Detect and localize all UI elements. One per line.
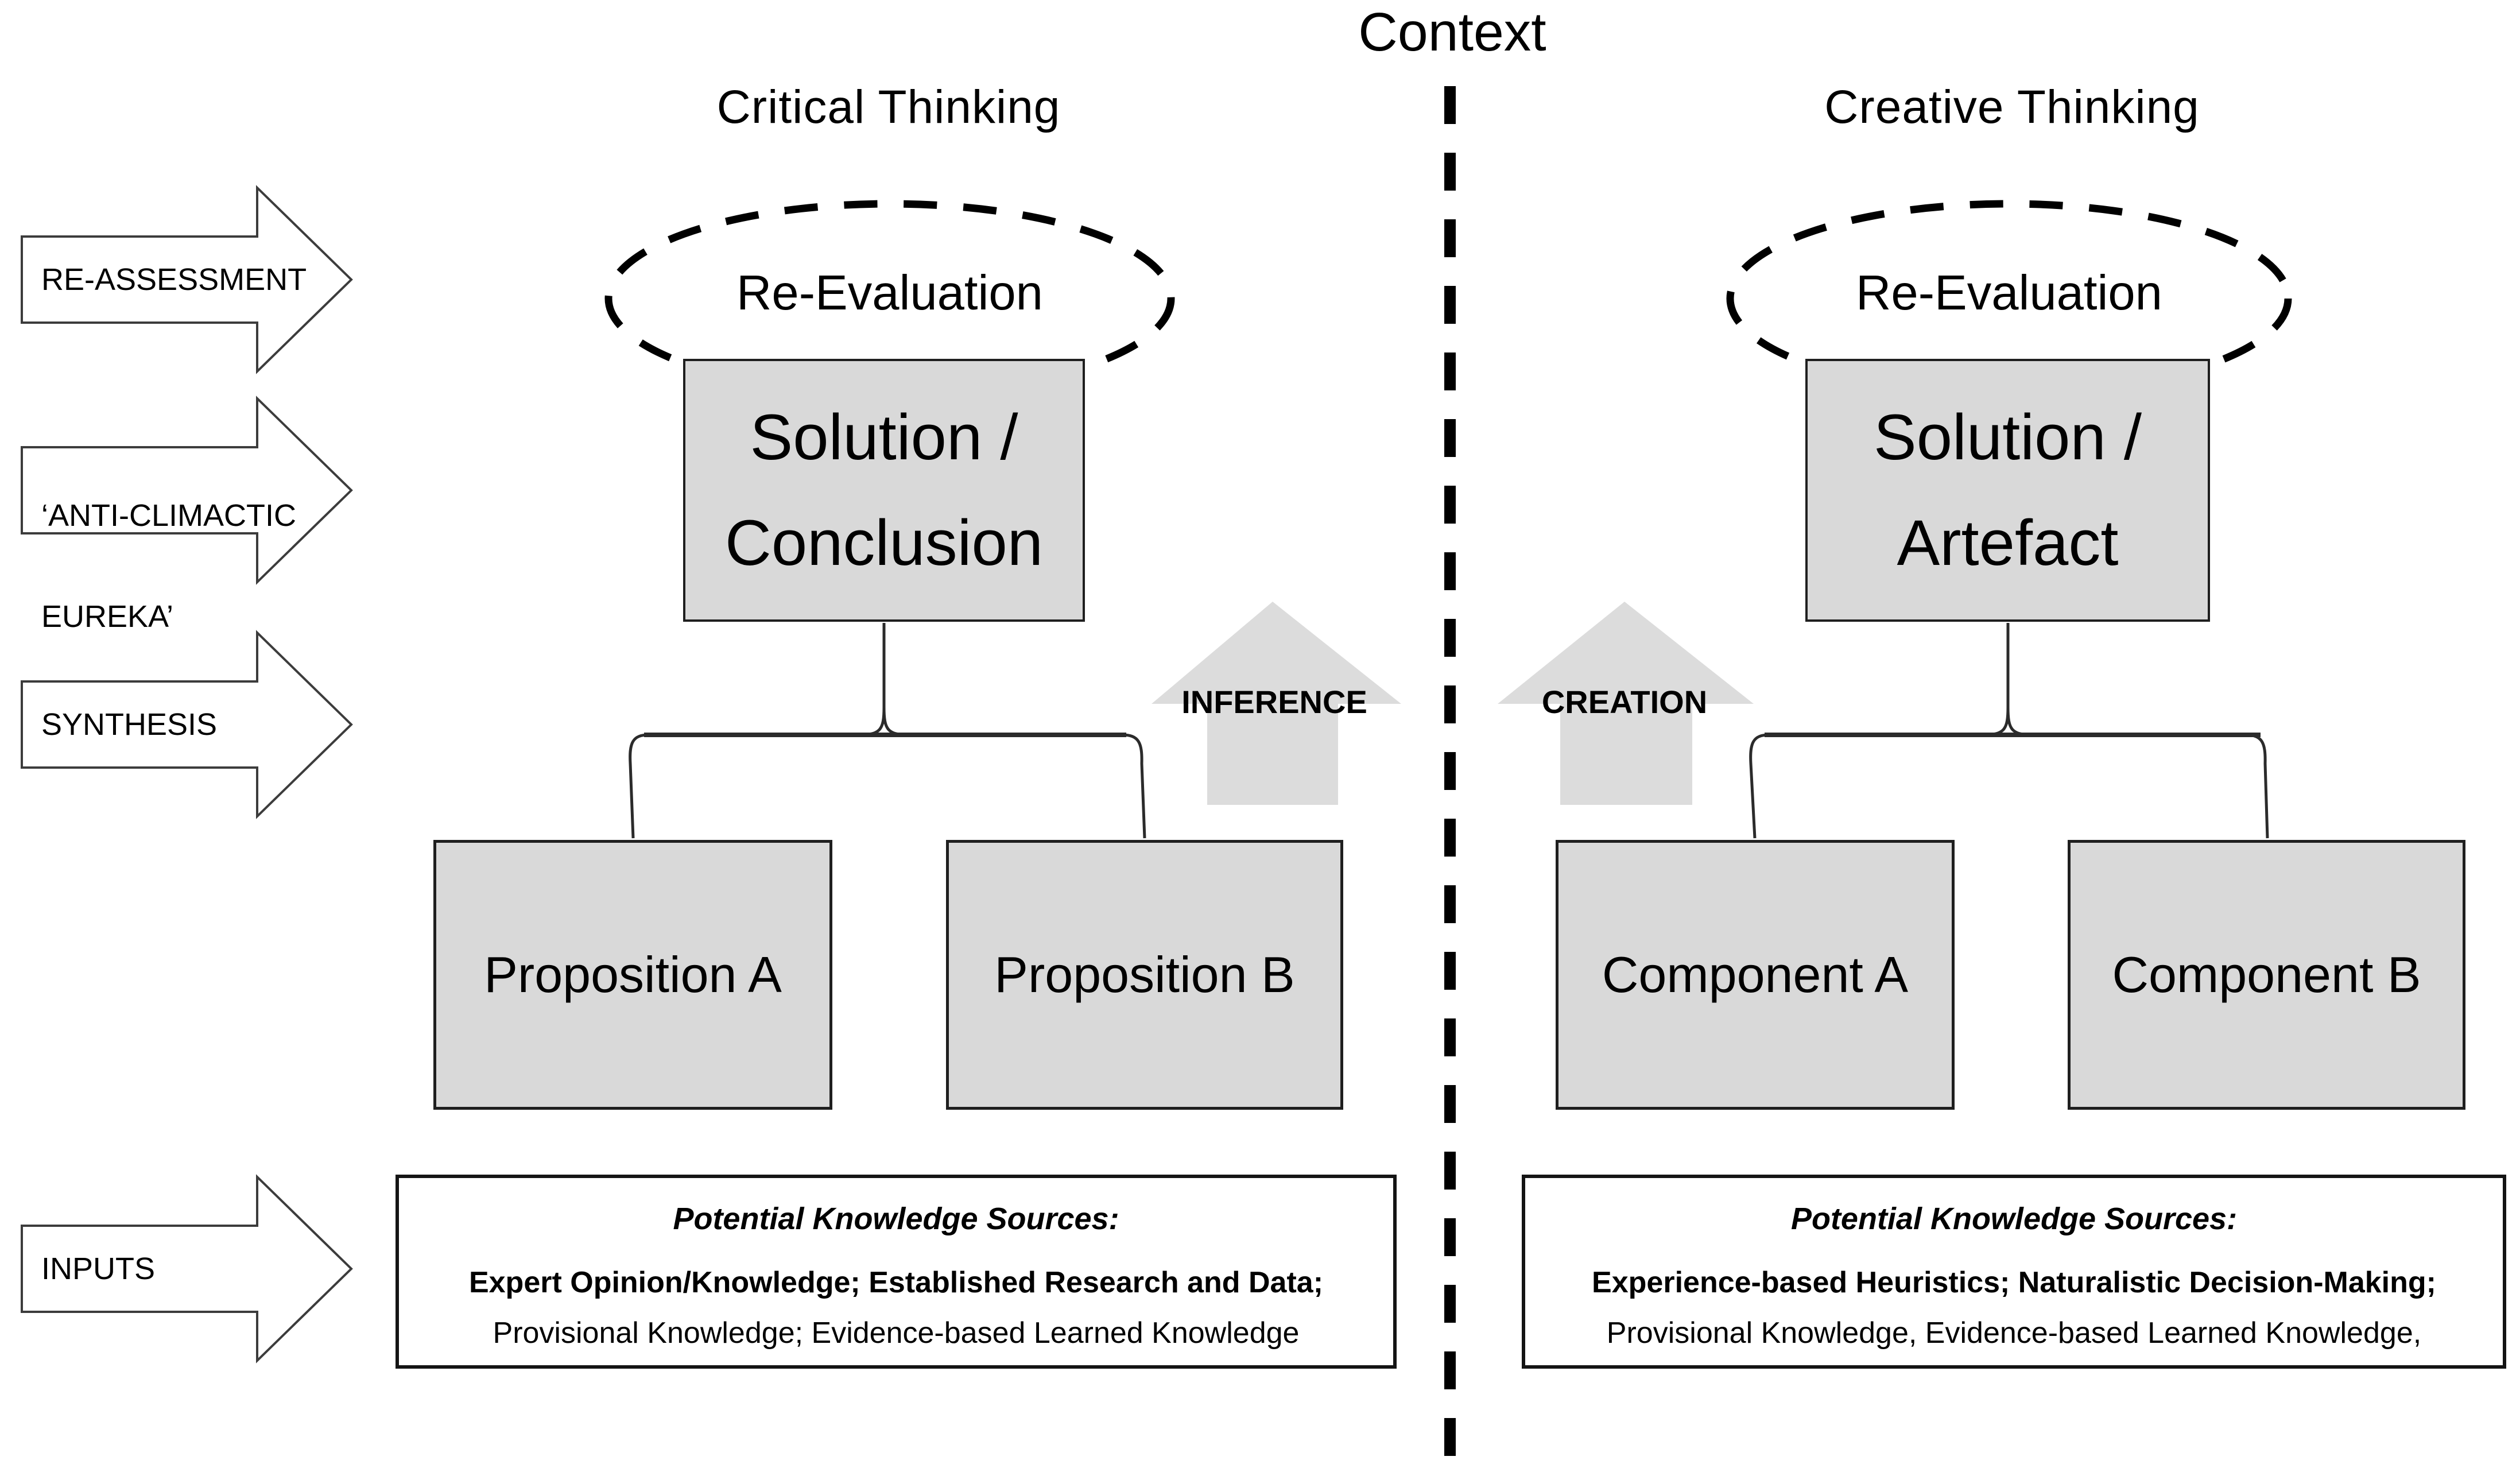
critical-thinking-heading: Critical Thinking bbox=[716, 81, 1061, 133]
knowledge-heading-critical: Potential Knowledge Sources: bbox=[673, 1202, 1119, 1236]
proposition-b-box: Proposition B bbox=[946, 840, 1343, 1110]
proposition-b-label: Proposition B bbox=[994, 946, 1295, 1003]
component-b-box: Component B bbox=[2068, 840, 2465, 1110]
inputs-arrow-label: INPUTS bbox=[41, 1252, 156, 1286]
knowledge-sources-box-critical: Potential Knowledge Sources: Expert Opin… bbox=[396, 1175, 1397, 1369]
knowledge-regular-line-critical: Provisional Knowledge; Evidence-based Le… bbox=[493, 1316, 1300, 1350]
synthesis-arrow-label: SYNTHESIS bbox=[41, 707, 218, 742]
component-b-label: Component B bbox=[2112, 946, 2421, 1003]
component-a-box: Component A bbox=[1556, 840, 1955, 1110]
knowledge-bold-line-critical: Expert Opinion/Knowledge; Established Re… bbox=[468, 1266, 1324, 1299]
anti-climactic-eureka-arrow bbox=[21, 396, 353, 585]
creation-arrow-label: CREATION bbox=[1541, 684, 1708, 720]
brace-connector-critical-right bbox=[882, 623, 1146, 839]
anti-climactic-line1: ‘ANTI-CLIMACTIC bbox=[41, 498, 296, 533]
knowledge-regular-line-creative: Provisional Knowledge, Evidence-based Le… bbox=[1606, 1316, 2422, 1350]
knowledge-heading-creative: Potential Knowledge Sources: bbox=[1790, 1202, 2238, 1236]
solution-artefact-box: Solution / Artefact bbox=[1805, 359, 2210, 622]
re-evaluation-label-critical: Re-Evaluation bbox=[736, 266, 1043, 320]
brace-connector-creative-left bbox=[1749, 623, 2010, 839]
anti-climactic-eureka-arrow-label: ‘ANTI-CLIMACTIC EUREKA’ bbox=[41, 440, 296, 692]
creative-thinking-heading: Creative Thinking bbox=[1824, 81, 2200, 133]
inference-arrow-label: INFERENCE bbox=[1181, 684, 1367, 720]
synthesis-arrow bbox=[21, 630, 353, 819]
inputs-arrow bbox=[21, 1174, 353, 1363]
inference-up-arrow bbox=[1152, 602, 1401, 805]
proposition-a-label: Proposition A bbox=[484, 946, 782, 1003]
solution-artefact-line2: Artefact bbox=[1897, 507, 2119, 579]
re-assessment-arrow bbox=[21, 185, 353, 374]
solution-artefact-line1: Solution / bbox=[1874, 401, 2142, 474]
anti-climactic-line2: EUREKA’ bbox=[41, 599, 174, 634]
solution-conclusion-box: Solution / Conclusion bbox=[683, 359, 1085, 622]
proposition-a-box: Proposition A bbox=[433, 840, 832, 1110]
re-evaluation-label-creative: Re-Evaluation bbox=[1856, 266, 2162, 320]
component-a-label: Component A bbox=[1602, 946, 1909, 1003]
knowledge-bold-line-creative: Experience-based Heuristics; Naturalisti… bbox=[1592, 1266, 2436, 1299]
solution-conclusion-line1: Solution / bbox=[750, 401, 1018, 474]
brace-connector-creative-right bbox=[2006, 623, 2269, 839]
brace-connector-critical-left bbox=[629, 623, 886, 839]
re-assessment-arrow-label: RE-ASSESSMENT bbox=[41, 262, 307, 297]
creation-up-arrow bbox=[1498, 602, 1754, 805]
knowledge-sources-box-creative: Potential Knowledge Sources: Experience-… bbox=[1522, 1175, 2506, 1369]
solution-conclusion-line2: Conclusion bbox=[724, 507, 1044, 579]
context-label: Context bbox=[1358, 2, 1546, 63]
